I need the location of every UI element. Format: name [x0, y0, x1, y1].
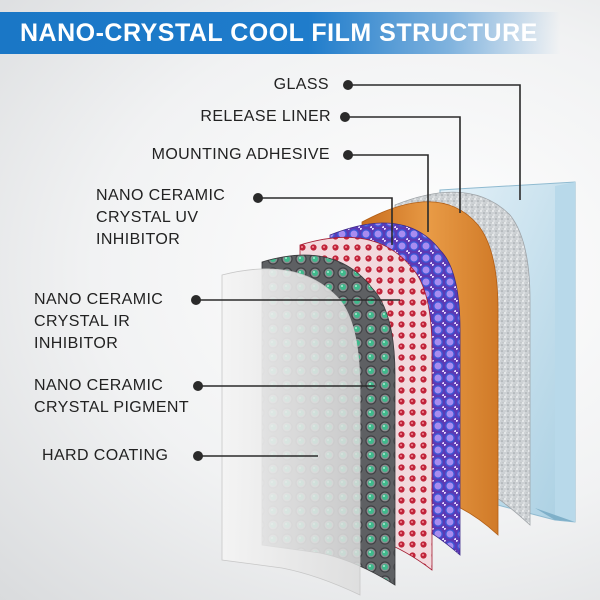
layer-hard-coating — [221, 268, 361, 596]
label-release-liner: RELEASE LINER — [200, 108, 331, 125]
leader-uv-inhibitor — [258, 197, 393, 245]
leader-dot-uv-inhibitor — [253, 193, 263, 203]
leader-dot-pigment — [193, 381, 203, 391]
leader-dots — [191, 80, 353, 461]
page-title: NANO-CRYSTAL COOL FILM STRUCTURE — [20, 19, 538, 47]
leader-dot-ir-inhibitor — [191, 295, 201, 305]
label-mounting-adhesive: MOUNTING ADHESIVE — [151, 146, 330, 163]
leader-dot-glass — [343, 80, 353, 90]
leader-glass — [348, 84, 521, 200]
label-uv-inhibitor: NANO CERAMIC CRYSTAL UV INHIBITOR — [96, 187, 226, 248]
label-glass: GLASS — [273, 76, 329, 93]
leader-mounting-adhesive — [348, 154, 429, 232]
label-ir-inhibitor: NANO CERAMIC CRYSTAL IR INHIBITOR — [34, 291, 164, 352]
leader-release-liner — [345, 116, 461, 213]
label-hard-coating: HARD COATING — [42, 447, 169, 464]
title-banner: NANO-CRYSTAL COOL FILM STRUCTURE — [0, 12, 560, 54]
leader-dot-hard-coating — [193, 451, 203, 461]
leader-dot-release-liner — [340, 112, 350, 122]
leader-dot-mounting-adhesive — [343, 150, 353, 160]
leader-lines — [196, 84, 521, 457]
label-pigment: NANO CERAMIC CRYSTAL PIGMENT — [34, 377, 190, 416]
